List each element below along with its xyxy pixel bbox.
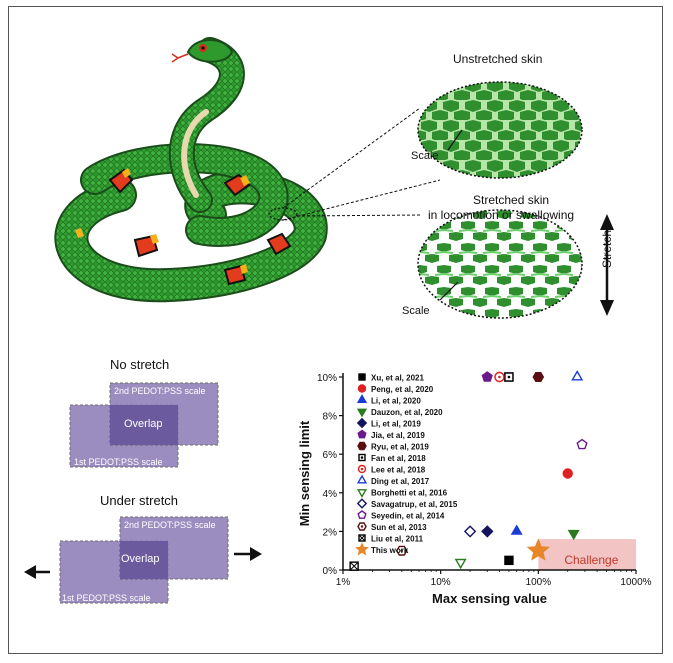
data-point-3-0 [567, 529, 580, 541]
challenge-region [538, 539, 636, 570]
data-point-8-0-dot [498, 375, 501, 379]
legend-marker-13-dot [360, 525, 364, 528]
y-axis-label: Min sensing limit [297, 420, 312, 526]
y-tick-label: 6% [323, 450, 338, 461]
stretched-label-line2: in locomotion or swallowing [428, 208, 575, 222]
legend-label-15: This work [371, 546, 409, 555]
legend-marker-12 [357, 510, 367, 519]
x-tick-label: 100% [526, 577, 552, 588]
x-axis-label: Max sensing value [432, 591, 547, 606]
scale-label-unstretched: Scale [411, 150, 439, 162]
legend-label-0: Xu, et al, 2021 [371, 374, 424, 383]
stretched-label-line1: Stretched skin [473, 193, 550, 207]
y-tick-label: 8% [323, 412, 338, 423]
data-point-11-0 [463, 525, 477, 538]
legend-label-5: Jia, et al, 2019 [371, 431, 425, 440]
stretched-skin [417, 209, 583, 319]
x-tick-label: 1% [336, 577, 351, 588]
second-scale-label-a: 2nd PEDOT:PSS scale [114, 386, 206, 396]
legend-label-4: Li, et al, 2019 [371, 420, 421, 429]
legend-marker-4 [356, 417, 368, 429]
data-point-14-0-x [349, 561, 359, 571]
y-tick-label: 4% [323, 489, 338, 500]
overlap-label-b: Overlap [121, 553, 160, 565]
overlap-label-a: Overlap [124, 418, 163, 430]
y-tick-label: 0% [323, 566, 338, 577]
legend-label-10: Borghetti et al, 2016 [371, 489, 448, 498]
under-stretch-diagram [59, 516, 229, 604]
legend-marker-7-dot [360, 456, 364, 459]
legend-marker-2 [356, 394, 368, 403]
legend-label-11: Savagatrup, et al, 2015 [371, 500, 458, 509]
scale-label-stretched: Scale [402, 305, 430, 317]
legend-marker-5 [357, 429, 367, 439]
legend-marker-14-x [358, 534, 366, 542]
legend-marker-9 [356, 474, 368, 484]
first-scale-label-a: 1st PEDOT:PSS scale [74, 457, 163, 467]
no-stretch-diagram [69, 382, 219, 468]
data-point-9-0 [571, 370, 584, 381]
under-stretch-title: Under stretch [100, 493, 179, 508]
challenge-label: Challenge [564, 553, 618, 567]
legend-label-1: Peng, et al, 2020 [371, 385, 434, 394]
data-point-4-0 [481, 525, 494, 538]
legend-label-13: Sun et al, 2013 [371, 523, 427, 532]
second-scale-label-b: 2nd PEDOT:PSS scale [124, 520, 216, 530]
legend-marker-15 [355, 542, 369, 556]
data-point-7-0-dot [507, 375, 511, 379]
legend-label-8: Lee et al, 2018 [371, 466, 426, 475]
legend-label-14: Liu et al, 2011 [371, 535, 424, 544]
stretch-arrow [600, 214, 614, 316]
x-tick-label: 10% [431, 577, 451, 588]
no-stretch-title: No stretch [110, 357, 170, 372]
data-point-6-0 [532, 372, 545, 382]
data-point-5-0 [481, 371, 493, 382]
legend-label-7: Fan et al, 2018 [371, 454, 426, 463]
horizontal-stretch-arrows [24, 547, 262, 579]
legend-marker-3 [356, 408, 368, 418]
first-scale-label-b: 1st PEDOT:PSS scale [62, 593, 151, 603]
legend-label-9: Ding et al, 2017 [371, 477, 430, 486]
data-point-10-0 [454, 558, 467, 570]
data-point-2-0 [510, 524, 523, 535]
legend-label-12: Seyedin, et al, 2014 [371, 512, 445, 521]
y-tick-label: 10% [317, 373, 337, 384]
data-point-0-0 [504, 555, 514, 566]
legend-marker-6 [357, 441, 367, 451]
data-point-1-0 [562, 468, 573, 479]
snake-illustration [54, 37, 328, 303]
legend-marker-11 [356, 498, 368, 509]
y-tick-label: 2% [323, 527, 338, 538]
figure-frame [8, 6, 663, 654]
data-point-15-0 [526, 538, 551, 561]
legend-label-6: Ryu, et al, 2019 [371, 443, 429, 452]
legend-marker-8-dot [360, 467, 364, 471]
legend-marker-0 [358, 373, 366, 381]
unstretched-skin [417, 81, 583, 179]
data-point-12-0 [576, 438, 588, 450]
unstretched-label: Unstretched skin [453, 52, 543, 66]
legend-marker-10 [356, 489, 368, 498]
x-tick-label: 1000% [620, 577, 651, 588]
legend-marker-1 [357, 384, 367, 393]
data-point-13-0-dot [400, 549, 404, 552]
legend-label-2: Li, et al, 2020 [371, 397, 421, 406]
legend-label-3: Dauzon, et al, 2020 [371, 408, 443, 417]
